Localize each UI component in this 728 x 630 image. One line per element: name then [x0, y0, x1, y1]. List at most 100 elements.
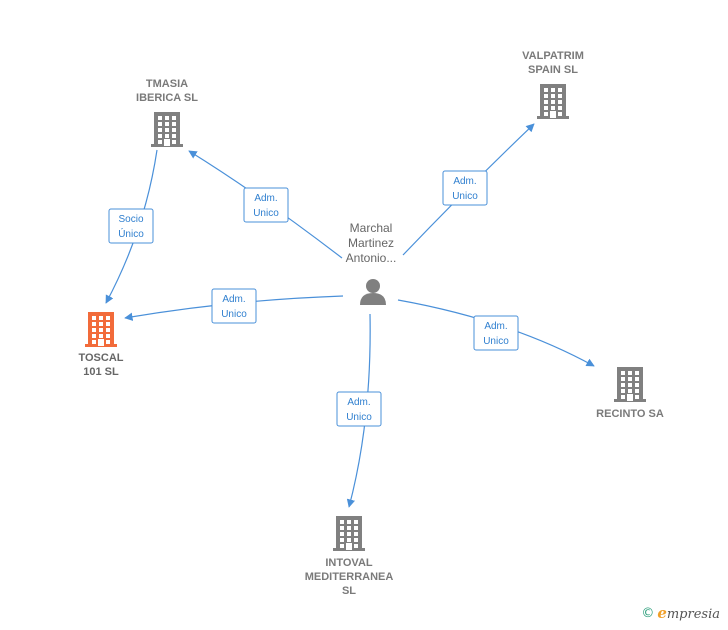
building-window	[628, 383, 632, 387]
building-window	[347, 526, 351, 530]
person-node[interactable]: MarchalMartinezAntonio...	[346, 221, 397, 305]
edge-label-person-tmasia[interactable]: Adm.Unico	[243, 187, 289, 223]
company-label: INTOVAL	[325, 557, 373, 569]
building-window	[544, 106, 548, 110]
building-window	[347, 538, 351, 542]
building-window	[106, 316, 110, 320]
building-window	[621, 383, 625, 387]
building-window	[158, 134, 162, 138]
building-window	[340, 526, 344, 530]
edge-label-line: Unico	[483, 336, 509, 347]
building-window	[354, 544, 358, 548]
building-window	[621, 377, 625, 381]
company-node-recinto[interactable]: RECINTO SA	[596, 367, 664, 420]
edge-label-person-recinto[interactable]: Adm. Unico	[473, 315, 519, 351]
company-label: SPAIN SL	[528, 64, 578, 76]
company-label: RECINTO SA	[596, 408, 664, 420]
building-window	[158, 116, 162, 120]
building-window	[99, 322, 103, 326]
building-window	[92, 316, 96, 320]
building-door	[98, 339, 104, 346]
building-icon	[537, 84, 569, 119]
building-icon	[333, 516, 365, 551]
building-window	[635, 383, 639, 387]
building-window	[354, 526, 358, 530]
building-window	[635, 371, 639, 375]
company-label: 101 SL	[83, 366, 119, 378]
building-door	[627, 394, 633, 401]
building-window	[92, 328, 96, 332]
building-window	[354, 538, 358, 542]
building-window	[172, 128, 176, 132]
building-window	[92, 322, 96, 326]
building-window	[347, 532, 351, 536]
building-window	[165, 134, 169, 138]
building-window	[106, 328, 110, 332]
building-window	[551, 94, 555, 98]
company-label: SL	[342, 585, 356, 597]
edge-label-box	[336, 391, 382, 427]
building-window	[172, 116, 176, 120]
person-name-line: Martinez	[348, 236, 394, 250]
edge-label-line: Adm.	[453, 176, 476, 187]
edge-label-line: Adm.	[484, 321, 507, 332]
building-door	[164, 139, 170, 146]
building-window	[621, 395, 625, 399]
building-window	[172, 122, 176, 126]
building-window	[92, 340, 96, 344]
edge-label-box	[473, 315, 519, 351]
building-door	[346, 543, 352, 550]
building-window	[92, 334, 96, 338]
edge-label-line: Unico	[221, 309, 247, 320]
building-window	[165, 122, 169, 126]
building-window	[158, 122, 162, 126]
company-label: IBERICA SL	[136, 92, 198, 104]
company-node-intoval[interactable]: INTOVAL MEDITERRANEA SL	[305, 516, 394, 597]
edge-label-line: Adm.	[347, 397, 370, 408]
copyright-icon: ©	[641, 605, 655, 621]
edge-label-box	[211, 288, 257, 324]
building-window	[628, 371, 632, 375]
building-window	[354, 532, 358, 536]
building-window	[99, 316, 103, 320]
building-window	[558, 106, 562, 110]
edge-label-line: Unico	[452, 191, 478, 202]
building-window	[544, 100, 548, 104]
building-window	[340, 544, 344, 548]
company-label: MEDITERRANEA	[305, 571, 394, 583]
edge-label-line: Socio	[118, 214, 143, 225]
person-head	[366, 279, 380, 293]
company-label: TMASIA	[146, 78, 188, 90]
edge-label-box	[108, 208, 154, 244]
brand-initial: e	[657, 604, 667, 622]
brand-logo[interactable]: empresia	[657, 604, 720, 622]
building-window	[172, 134, 176, 138]
edges-layer	[105, 123, 595, 508]
building-window	[635, 389, 639, 393]
edge-label-line: Adm.	[222, 294, 245, 305]
edge-label-person-toscal[interactable]: Adm. Unico	[211, 288, 257, 324]
brand-name: mpresia	[666, 607, 720, 622]
building-door	[550, 111, 556, 118]
edge-label-person-intoval[interactable]: Adm.Unico	[336, 391, 382, 427]
building-window	[106, 334, 110, 338]
building-window	[558, 112, 562, 116]
edge-label-person-valpatrim[interactable]: Adm. Unico	[442, 170, 488, 206]
building-window	[340, 532, 344, 536]
person-name-line: Antonio...	[346, 251, 397, 265]
building-window	[354, 520, 358, 524]
building-window	[340, 520, 344, 524]
building-icon	[85, 312, 117, 347]
person-icon	[360, 279, 386, 305]
building-window	[558, 94, 562, 98]
building-window	[172, 140, 176, 144]
building-window	[621, 371, 625, 375]
building-window	[558, 100, 562, 104]
building-window	[551, 88, 555, 92]
company-node-tmasia[interactable]: TMASIA IBERICA SL	[136, 78, 198, 147]
building-window	[544, 88, 548, 92]
